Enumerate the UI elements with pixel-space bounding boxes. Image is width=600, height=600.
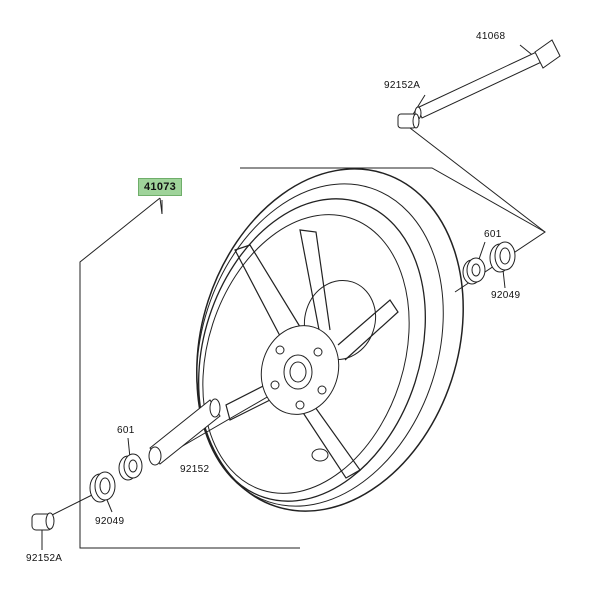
collar-left-drawing <box>31 512 55 531</box>
part-label-axle[interactable]: 41068 <box>476 31 506 42</box>
seal-left-drawing <box>89 471 116 503</box>
part-label-seal-right[interactable]: 92049 <box>491 290 521 301</box>
part-label-bearing-right[interactable]: 601 <box>484 229 502 240</box>
wheel-drawing <box>196 168 464 512</box>
bearing-right-drawing <box>462 257 486 285</box>
part-label-seal-left[interactable]: 92049 <box>95 516 125 527</box>
part-label-bearing-left[interactable]: 601 <box>117 425 135 436</box>
collar-right-drawing <box>397 113 420 129</box>
seal-right-drawing <box>489 241 516 273</box>
leader-lines <box>41 44 546 550</box>
axle-drawing <box>414 39 561 120</box>
sleeve-drawing <box>148 398 221 466</box>
part-label-sleeve[interactable]: 92152 <box>180 464 210 475</box>
part-label-collar-right[interactable]: 92152A <box>384 80 421 91</box>
bearing-left-drawing <box>118 453 143 481</box>
part-label-wheel[interactable]: 41073 <box>138 178 183 196</box>
part-label-collar-left[interactable]: 92152A <box>26 553 63 564</box>
